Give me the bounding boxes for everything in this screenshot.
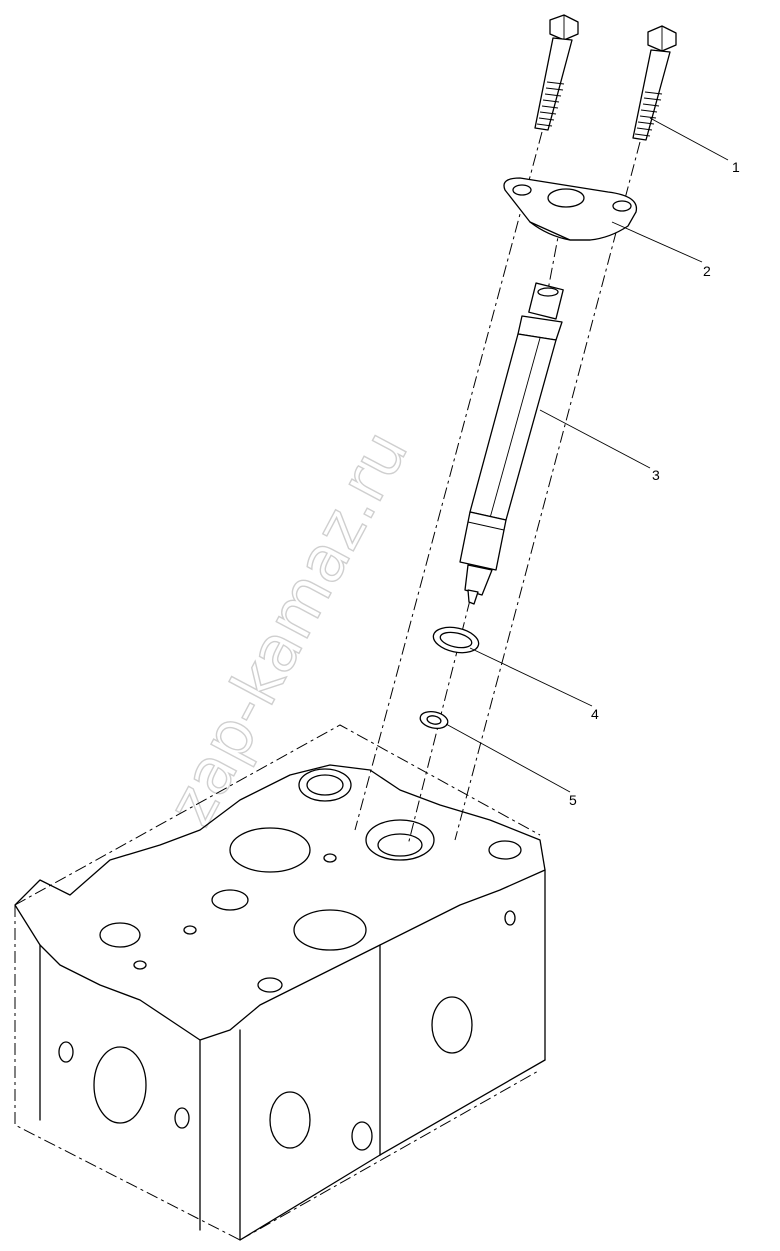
watermark: zap-kamaz.ru [153,419,424,838]
cylinder-head [14,724,546,1241]
sealing-washer [432,626,480,654]
bolt-right [632,25,677,141]
leader-lines [445,117,729,793]
callout-5: 5 [569,792,577,808]
bolt-left [534,14,579,131]
callout-1: 1 [732,159,740,175]
watermark-text: zap-kamaz.ru [154,420,423,838]
small-washer [419,711,449,729]
clamp-flange [503,177,638,241]
callout-3: 3 [652,467,660,483]
callout-2: 2 [703,263,711,279]
injector [459,282,564,605]
callout-4: 4 [591,706,599,722]
